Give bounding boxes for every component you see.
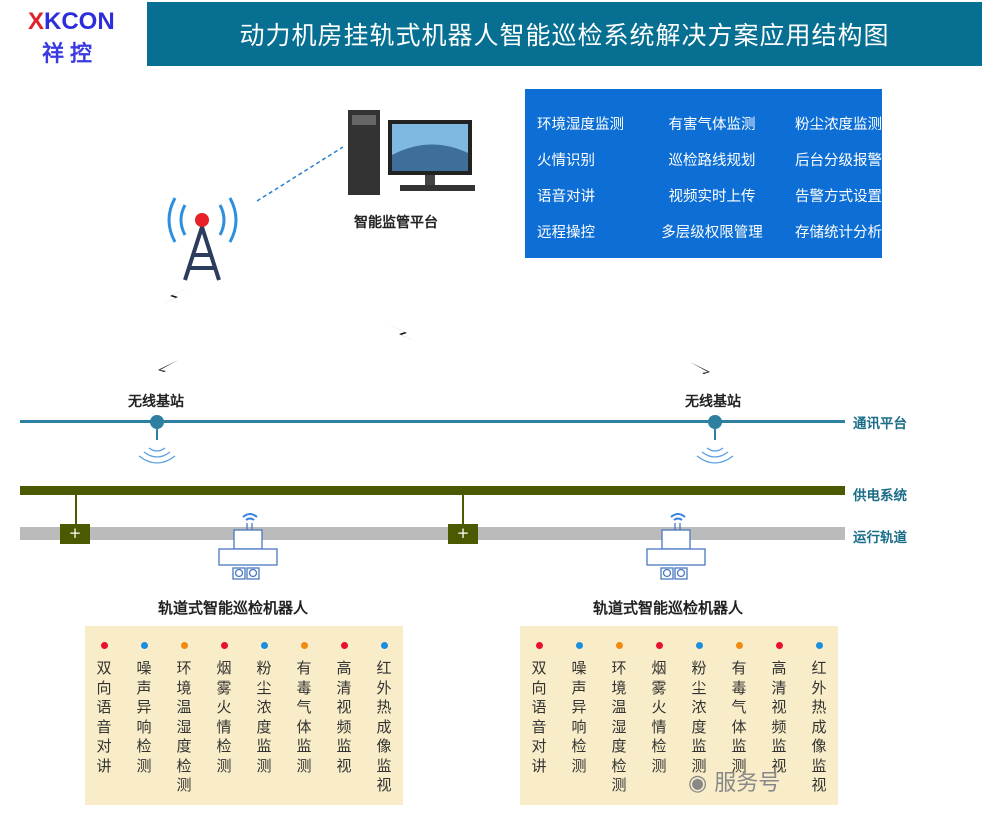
power-connector: + bbox=[60, 524, 90, 544]
power-connector: + bbox=[448, 524, 478, 544]
bullet-dot-icon bbox=[100, 642, 108, 649]
station-label: 无线基站 bbox=[128, 394, 184, 410]
bullet-dot-icon bbox=[380, 642, 388, 649]
feature-item: 告警方式设置 bbox=[795, 188, 882, 205]
bullet-dot-icon bbox=[735, 642, 743, 649]
bullet-dot-icon bbox=[300, 642, 308, 649]
robot-function-panel: 双向语音对讲 噪声异响检测 环境温湿度检测 烟雾火情检测 粉尘浓度监测 有毒气体监测 高清视… bbox=[520, 626, 838, 805]
page-title: 动力机房挂轨式机器人智能巡检系统解决方案应用结构图 bbox=[147, 2, 982, 66]
robot-function: 有毒气体监测 bbox=[294, 638, 314, 776]
robot-function: 环境温湿度检测 bbox=[609, 638, 629, 796]
rail-line bbox=[20, 527, 845, 540]
robot-function: 烟雾火情检测 bbox=[649, 638, 669, 776]
bullet-dot-icon bbox=[575, 642, 583, 649]
logo: XKCON bbox=[28, 8, 115, 35]
feature-item: 环境湿度监测 bbox=[537, 116, 624, 133]
robot-function-text: 粉尘浓度监测 bbox=[256, 659, 272, 775]
bullet-dot-icon bbox=[535, 642, 543, 649]
comm-line bbox=[20, 420, 845, 423]
feature-list: 环境湿度监测 有害气体监测 粉尘浓度监测火情识别 巡检路线规划 后台分级报警语音对讲 视频… bbox=[525, 89, 882, 258]
robot-function: 有毒气体监测 bbox=[729, 638, 749, 776]
robot-function: 烟雾火情检测 bbox=[214, 638, 234, 776]
robot-label: 轨道式智能巡检机器人 bbox=[593, 599, 744, 617]
power-feed bbox=[75, 494, 77, 524]
lightning-icon bbox=[148, 360, 178, 380]
robot-function-text: 烟雾火情检测 bbox=[651, 659, 667, 775]
robot-function: 环境温湿度检测 bbox=[174, 638, 194, 796]
robot-function-text: 有毒气体监测 bbox=[296, 659, 312, 775]
robot-icon bbox=[646, 513, 706, 580]
robot-function-text: 高清视频监视 bbox=[336, 659, 352, 775]
power-label: 供电系统 bbox=[853, 488, 907, 504]
comm-label: 通讯平台 bbox=[853, 416, 907, 432]
robot-function: 高清视频监视 bbox=[769, 638, 789, 776]
robot-label: 轨道式智能巡检机器人 bbox=[158, 599, 309, 617]
robot-function-text: 环境温湿度检测 bbox=[611, 659, 627, 794]
lightning-icon bbox=[160, 287, 190, 305]
robot-function: 粉尘浓度监测 bbox=[689, 638, 709, 776]
bullet-dot-icon bbox=[695, 642, 703, 649]
robot-function-text: 红外热成像监视 bbox=[811, 659, 827, 794]
signal-tower-icon bbox=[167, 197, 238, 281]
lightning-icon bbox=[387, 324, 417, 342]
bullet-dot-icon bbox=[140, 642, 148, 649]
rail-label: 运行轨道 bbox=[853, 530, 907, 546]
bullet-dot-icon bbox=[220, 642, 228, 649]
power-feed bbox=[462, 494, 464, 524]
base-station-node bbox=[138, 415, 176, 464]
lightning-icon bbox=[690, 362, 720, 382]
feature-item: 远程操控 bbox=[537, 224, 595, 241]
feature-item: 存储统计分析 bbox=[795, 224, 882, 241]
bullet-dot-icon bbox=[340, 642, 348, 649]
robot-function: 高清视频监视 bbox=[334, 638, 354, 776]
robot-function: 双向语音对讲 bbox=[94, 638, 114, 776]
wireless-link-line bbox=[256, 146, 344, 202]
robot-function: 双向语音对讲 bbox=[529, 638, 549, 776]
bullet-dot-icon bbox=[260, 642, 268, 649]
feature-item: 后台分级报警 bbox=[795, 152, 882, 169]
watermark: ◉ 服务号 bbox=[688, 771, 781, 796]
feature-item: 火情识别 bbox=[537, 152, 595, 169]
robot-function-text: 双向语音对讲 bbox=[96, 659, 112, 775]
bullet-dot-icon bbox=[775, 642, 783, 649]
robot-function: 红外热成像监视 bbox=[809, 638, 829, 796]
robot-function-text: 粉尘浓度监测 bbox=[691, 659, 707, 775]
feature-item: 粉尘浓度监测 bbox=[795, 116, 882, 133]
robot-function: 红外热成像监视 bbox=[374, 638, 394, 796]
feature-item: 有害气体监测 bbox=[668, 116, 756, 133]
computer-icon bbox=[348, 110, 475, 195]
power-line bbox=[20, 486, 845, 495]
platform-label: 智能监管平台 bbox=[354, 215, 438, 231]
bullet-dot-icon bbox=[180, 642, 188, 649]
robot-function-text: 噪声异响检测 bbox=[571, 659, 587, 775]
robot-function-text: 高清视频监视 bbox=[771, 659, 787, 775]
robot-function-text: 环境温湿度检测 bbox=[176, 659, 192, 794]
robot-function-panel: 双向语音对讲 噪声异响检测 环境温湿度检测 烟雾火情检测 粉尘浓度监测 有毒气体监测 高清视… bbox=[85, 626, 403, 805]
robot-function: 粉尘浓度监测 bbox=[254, 638, 274, 776]
logo-cn: 祥控 bbox=[42, 42, 99, 67]
feature-item: 多层级权限管理 bbox=[661, 224, 763, 241]
base-station-node bbox=[696, 415, 734, 464]
station-label: 无线基站 bbox=[685, 394, 741, 410]
robot-function-text: 有毒气体监测 bbox=[731, 659, 747, 775]
robot-function-text: 双向语音对讲 bbox=[531, 659, 547, 775]
feature-item: 巡检路线规划 bbox=[668, 152, 756, 169]
robot-function-text: 噪声异响检测 bbox=[136, 659, 152, 775]
robot-function: 噪声异响检测 bbox=[569, 638, 589, 776]
bullet-dot-icon bbox=[615, 642, 623, 649]
robot-icon bbox=[218, 513, 278, 580]
robot-function-text: 红外热成像监视 bbox=[376, 659, 392, 794]
feature-item: 视频实时上传 bbox=[668, 188, 756, 205]
bullet-dot-icon bbox=[655, 642, 663, 649]
robot-function-text: 烟雾火情检测 bbox=[216, 659, 232, 775]
feature-item: 语音对讲 bbox=[537, 188, 595, 205]
robot-function: 噪声异响检测 bbox=[134, 638, 154, 776]
bullet-dot-icon bbox=[815, 642, 823, 649]
